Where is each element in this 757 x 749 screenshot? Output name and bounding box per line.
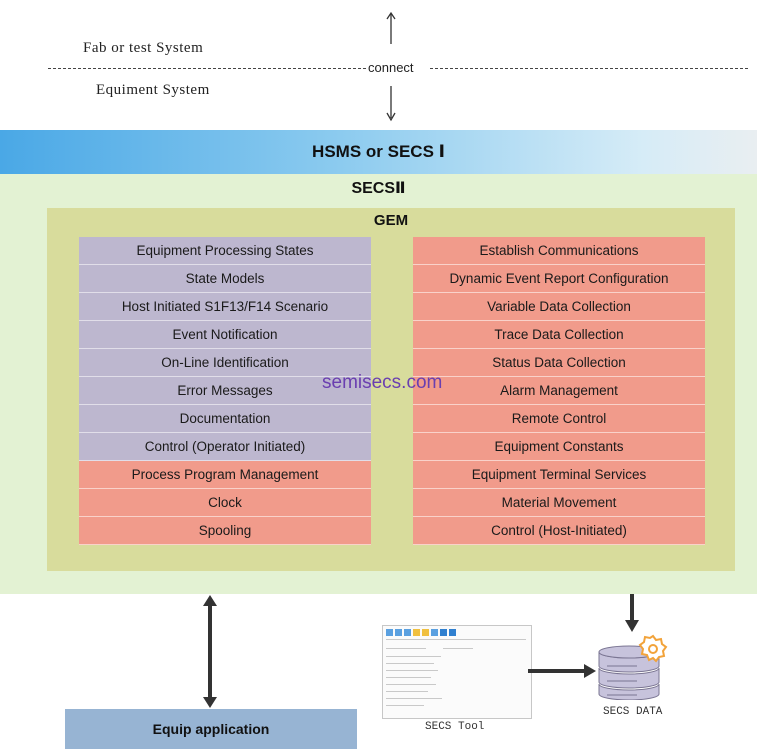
- gem-capability: Event Notification: [79, 321, 371, 349]
- gem-capability: Alarm Management: [413, 377, 705, 405]
- gem-capability: Trace Data Collection: [413, 321, 705, 349]
- gem-capability: State Models: [79, 265, 371, 293]
- gem-capability: Equipment Constants: [413, 433, 705, 461]
- gem-capability: Error Messages: [79, 377, 371, 405]
- gem-capability: Process Program Management: [79, 461, 371, 489]
- equipment-system-label: Equiment System: [96, 82, 210, 98]
- gem-right-column: Establish Communications Dynamic Event R…: [413, 237, 705, 545]
- gem-capability: Establish Communications: [413, 237, 705, 265]
- gem-capability: Spooling: [79, 517, 371, 545]
- gem-capability: Control (Operator Initiated): [79, 433, 371, 461]
- down-arrow: [386, 86, 396, 122]
- gem-left-column: Equipment Processing States State Models…: [79, 237, 371, 545]
- connect-divider-right: [430, 68, 748, 69]
- up-arrow: [386, 11, 396, 44]
- hsms-layer: HSMS or SECS Ⅰ: [0, 130, 757, 174]
- secs-to-data-arrow: [625, 594, 639, 632]
- secs-tool-screenshot: [382, 625, 532, 719]
- gem-capability: Dynamic Event Report Configuration: [413, 265, 705, 293]
- equip-application-label: Equip application: [152, 721, 270, 737]
- connect-label: connect: [366, 60, 416, 75]
- database-icon: [598, 645, 660, 700]
- hsms-layer-label: HSMS or SECS Ⅰ: [312, 142, 445, 161]
- gem-capability: Host Initiated S1F13/F14 Scenario: [79, 293, 371, 321]
- gem-capability: Control (Host-Initiated): [413, 517, 705, 545]
- tool-toolbar: [386, 629, 456, 636]
- equip-application-box: Equip application: [65, 709, 357, 749]
- gear-icon: [638, 634, 668, 663]
- secs-tool-caption: SECS Tool: [425, 721, 485, 733]
- connect-divider-left: [48, 68, 366, 69]
- gem-capability: Documentation: [79, 405, 371, 433]
- gem-capability: Remote Control: [413, 405, 705, 433]
- bidirectional-arrow: [203, 595, 217, 708]
- gem-capability: Clock: [79, 489, 371, 517]
- gem-capability: Equipment Terminal Services: [413, 461, 705, 489]
- tool-to-data-arrow: [528, 664, 596, 678]
- gem-capability: Variable Data Collection: [413, 293, 705, 321]
- fab-system-label: Fab or test System: [83, 40, 204, 56]
- gem-capability: Status Data Collection: [413, 349, 705, 377]
- secs2-layer-label: SECSⅡ: [351, 180, 406, 197]
- gem-capability: Material Movement: [413, 489, 705, 517]
- watermark: semisecs.com: [322, 372, 443, 393]
- gem-capability: Equipment Processing States: [79, 237, 371, 265]
- secs-data-caption: SECS DATA: [603, 706, 663, 718]
- gem-capability: On-Line Identification: [79, 349, 371, 377]
- gem-layer-label: GEM: [373, 212, 409, 229]
